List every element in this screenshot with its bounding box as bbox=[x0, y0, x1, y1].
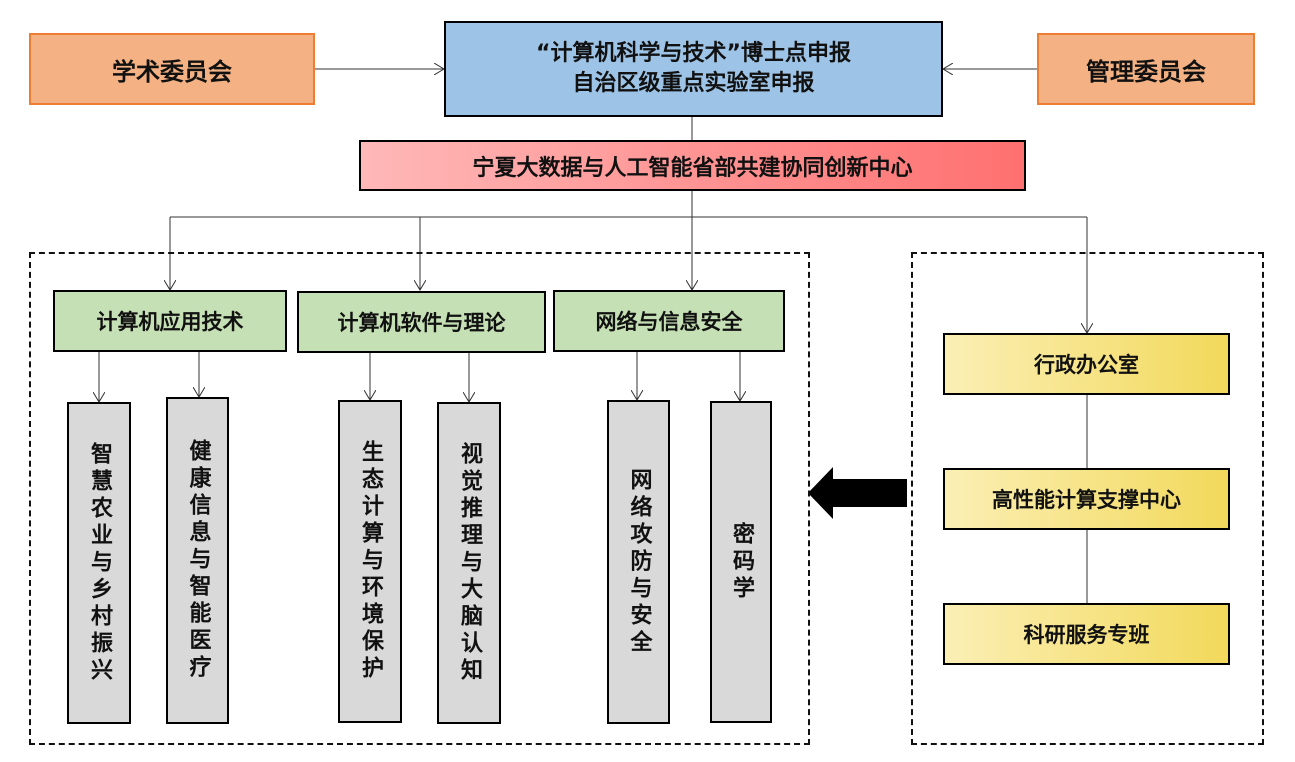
direction-network-defense: 网络攻防与安全 bbox=[607, 400, 670, 724]
direction-eco-computing: 生态计算与环境保护 bbox=[338, 400, 402, 723]
application-box: “计算机科学与技术”博士点申报 自治区级重点实验室申报 bbox=[444, 21, 943, 117]
application-line-1: “计算机科学与技术”博士点申报 bbox=[536, 41, 851, 66]
academic-committee: 学术委员会 bbox=[29, 33, 315, 105]
discipline-computer-application: 计算机应用技术 bbox=[53, 290, 287, 352]
direction-health-medical: 健康信息与智能医疗 bbox=[166, 397, 229, 724]
support-arrow-icon bbox=[808, 467, 907, 519]
support-group bbox=[911, 252, 1264, 745]
support-admin-office: 行政办公室 bbox=[943, 333, 1230, 395]
direction-cryptography: 密码学 bbox=[710, 401, 772, 723]
support-research-service: 科研服务专班 bbox=[943, 603, 1230, 665]
discipline-software-theory: 计算机软件与理论 bbox=[297, 291, 546, 353]
innovation-center: 宁夏大数据与人工智能省部共建协同创新中心 bbox=[359, 140, 1026, 191]
direction-smart-agriculture: 智慧农业与乡村振兴 bbox=[67, 402, 131, 724]
direction-visual-reasoning: 视觉推理与大脑认知 bbox=[437, 402, 501, 724]
management-committee: 管理委员会 bbox=[1037, 33, 1255, 105]
application-line-2: 自治区级重点实验室申报 bbox=[572, 71, 815, 96]
support-hpc-center: 高性能计算支撑中心 bbox=[943, 468, 1230, 530]
discipline-network-security: 网络与信息安全 bbox=[553, 290, 785, 352]
discipline-group bbox=[29, 252, 810, 745]
